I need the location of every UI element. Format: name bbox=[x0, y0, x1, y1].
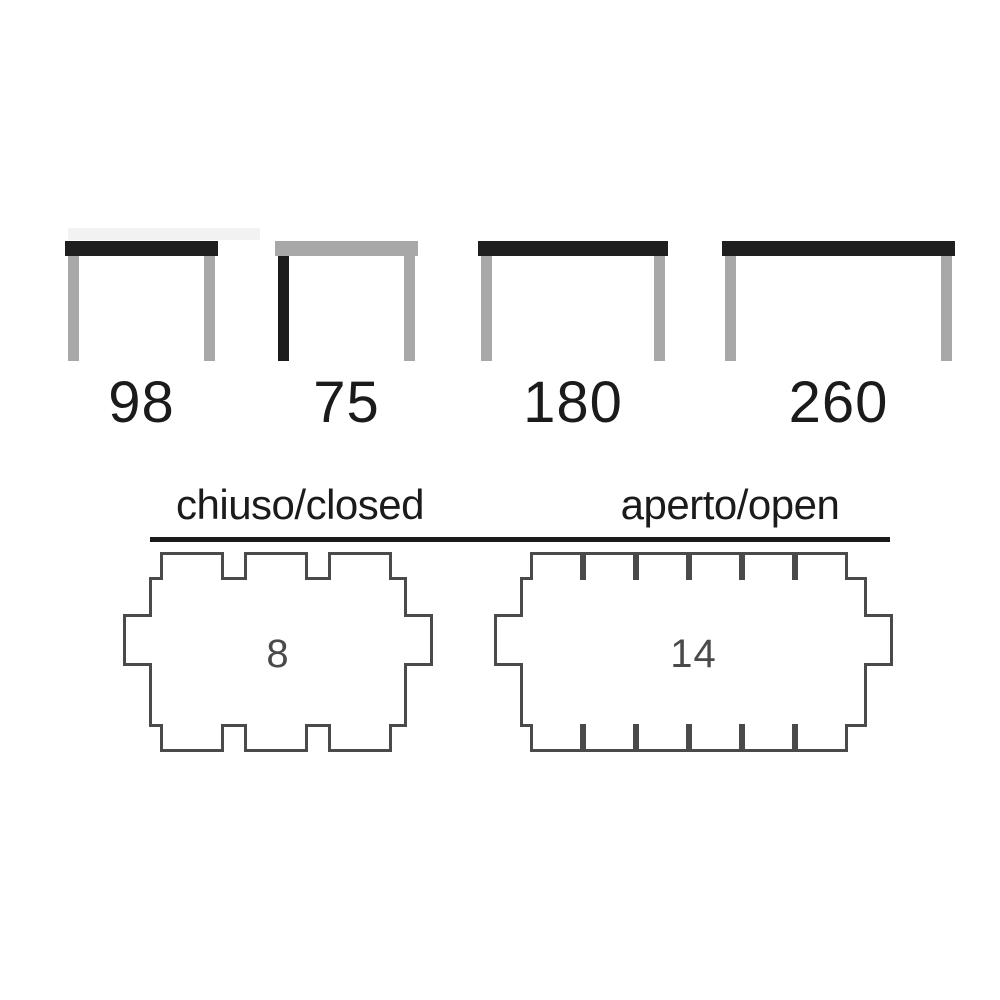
dimension-label-75: 75 bbox=[313, 370, 380, 435]
plan-view-open: 14 bbox=[487, 552, 900, 752]
seat-top-1 bbox=[160, 552, 224, 580]
seat-top-5 bbox=[742, 552, 795, 580]
seat-top-6 bbox=[795, 552, 848, 580]
tabletop-bar bbox=[275, 241, 418, 256]
table-surface-closed bbox=[149, 577, 407, 727]
seat-count-closed: 8 bbox=[266, 632, 290, 676]
section-divider bbox=[150, 537, 890, 542]
elevation-icon-height-75 bbox=[275, 241, 418, 361]
table-leg-right bbox=[404, 256, 415, 361]
seat-right-1 bbox=[864, 614, 893, 666]
seat-bottom-3 bbox=[328, 724, 392, 752]
seat-count-open: 14 bbox=[670, 632, 717, 676]
elevation-icon-width-open-260 bbox=[722, 241, 955, 361]
elevation-icon-width-closed-180 bbox=[478, 241, 668, 361]
table-leg-right bbox=[941, 256, 952, 361]
seat-bottom-2 bbox=[583, 724, 636, 752]
seat-top-4 bbox=[689, 552, 742, 580]
dimension-label-260: 260 bbox=[788, 370, 889, 435]
elevation-icon-depth-98 bbox=[65, 241, 218, 361]
seat-top-2 bbox=[244, 552, 308, 580]
table-surface-open bbox=[520, 577, 867, 727]
seat-bottom-4 bbox=[689, 724, 742, 752]
tabletop-bar bbox=[65, 241, 218, 256]
seat-bottom-6 bbox=[795, 724, 848, 752]
table-leg-left bbox=[68, 256, 79, 361]
table-leg-left bbox=[725, 256, 736, 361]
seat-left-1 bbox=[494, 614, 523, 666]
seat-top-3 bbox=[636, 552, 689, 580]
seat-bottom-5 bbox=[742, 724, 795, 752]
seat-right-1 bbox=[404, 614, 433, 666]
table-leg-left bbox=[278, 256, 289, 361]
seat-top-2 bbox=[583, 552, 636, 580]
tabletop-highlight bbox=[68, 228, 260, 240]
table-leg-right bbox=[204, 256, 215, 361]
caption-open: aperto/open bbox=[620, 481, 840, 528]
table-leg-right bbox=[654, 256, 665, 361]
dimension-label-98: 98 bbox=[108, 370, 175, 435]
dimension-label-180: 180 bbox=[523, 370, 623, 435]
seat-bottom-3 bbox=[636, 724, 689, 752]
seat-bottom-1 bbox=[160, 724, 224, 752]
tabletop-bar bbox=[722, 241, 955, 256]
tabletop-bar bbox=[478, 241, 668, 256]
seat-bottom-1 bbox=[530, 724, 583, 752]
seat-bottom-2 bbox=[244, 724, 308, 752]
seat-top-3 bbox=[328, 552, 392, 580]
table-leg-left bbox=[481, 256, 492, 361]
caption-closed: chiuso/closed bbox=[176, 481, 424, 528]
plan-view-closed: 8 bbox=[112, 552, 442, 752]
seat-top-1 bbox=[530, 552, 583, 580]
seat-left-1 bbox=[123, 614, 152, 666]
